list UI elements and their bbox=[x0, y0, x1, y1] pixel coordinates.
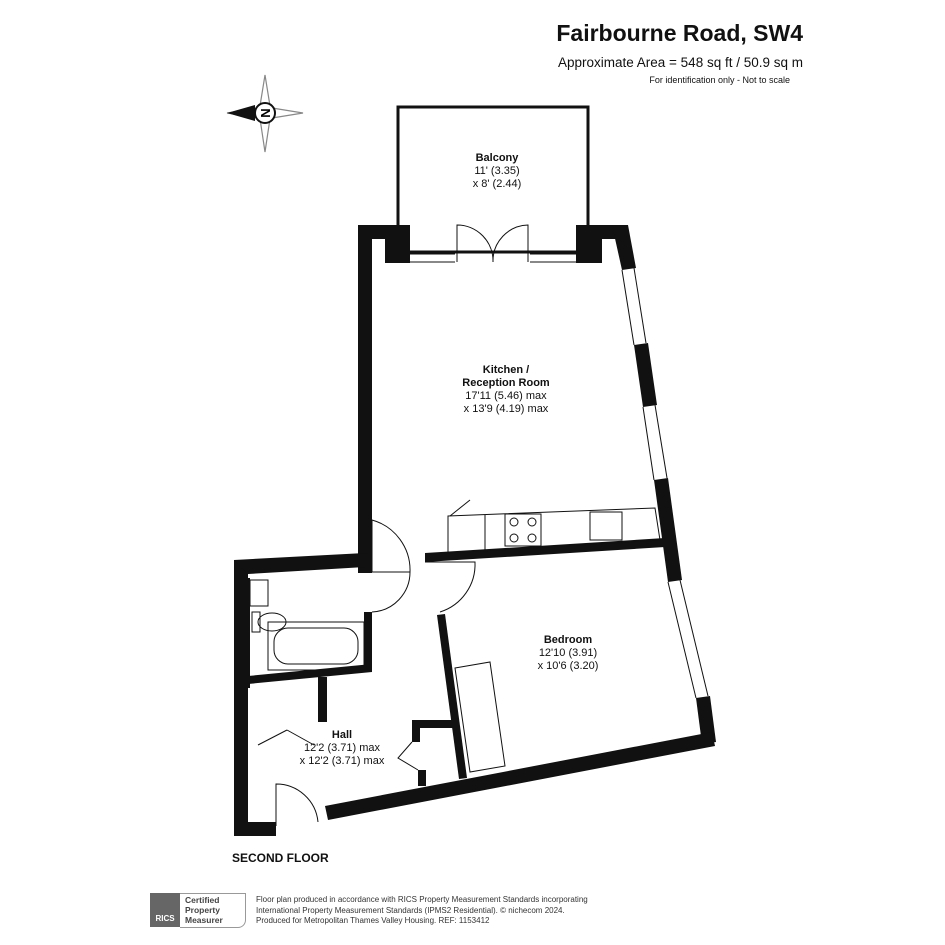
badge-line3: Measurer bbox=[185, 915, 223, 925]
footer-text: Floor plan produced in accordance with R… bbox=[256, 895, 588, 927]
doors bbox=[257, 224, 529, 826]
rics-badge: RICS Certified Property Measurer bbox=[150, 893, 246, 928]
balcony-outline bbox=[396, 105, 590, 254]
footer-line: International Property Measurement Stand… bbox=[256, 905, 565, 915]
badge-line1: Certified bbox=[185, 895, 220, 905]
property-title: Fairbourne Road, SW4 bbox=[556, 20, 803, 46]
windows bbox=[410, 253, 709, 699]
approximate-area: Approximate Area = 548 sq ft / 50.9 sq m bbox=[557, 55, 803, 70]
svg-text:N: N bbox=[258, 108, 273, 117]
kitchen-counter bbox=[447, 507, 661, 554]
walls bbox=[234, 225, 716, 836]
badge-line2: Property bbox=[185, 905, 220, 915]
wardrobe bbox=[454, 661, 506, 773]
rics-logo: RICS bbox=[150, 893, 180, 927]
footer-line: Floor plan produced in accordance with R… bbox=[256, 895, 588, 904]
footer-line: Produced for Metropolitan Thames Valley … bbox=[256, 916, 490, 925]
compass-north-icon: N bbox=[226, 74, 304, 153]
floor-label: SECOND FLOOR bbox=[232, 851, 329, 865]
disclaimer-note: For identification only - Not to scale bbox=[649, 75, 790, 85]
bathroom-fixtures bbox=[249, 579, 365, 671]
